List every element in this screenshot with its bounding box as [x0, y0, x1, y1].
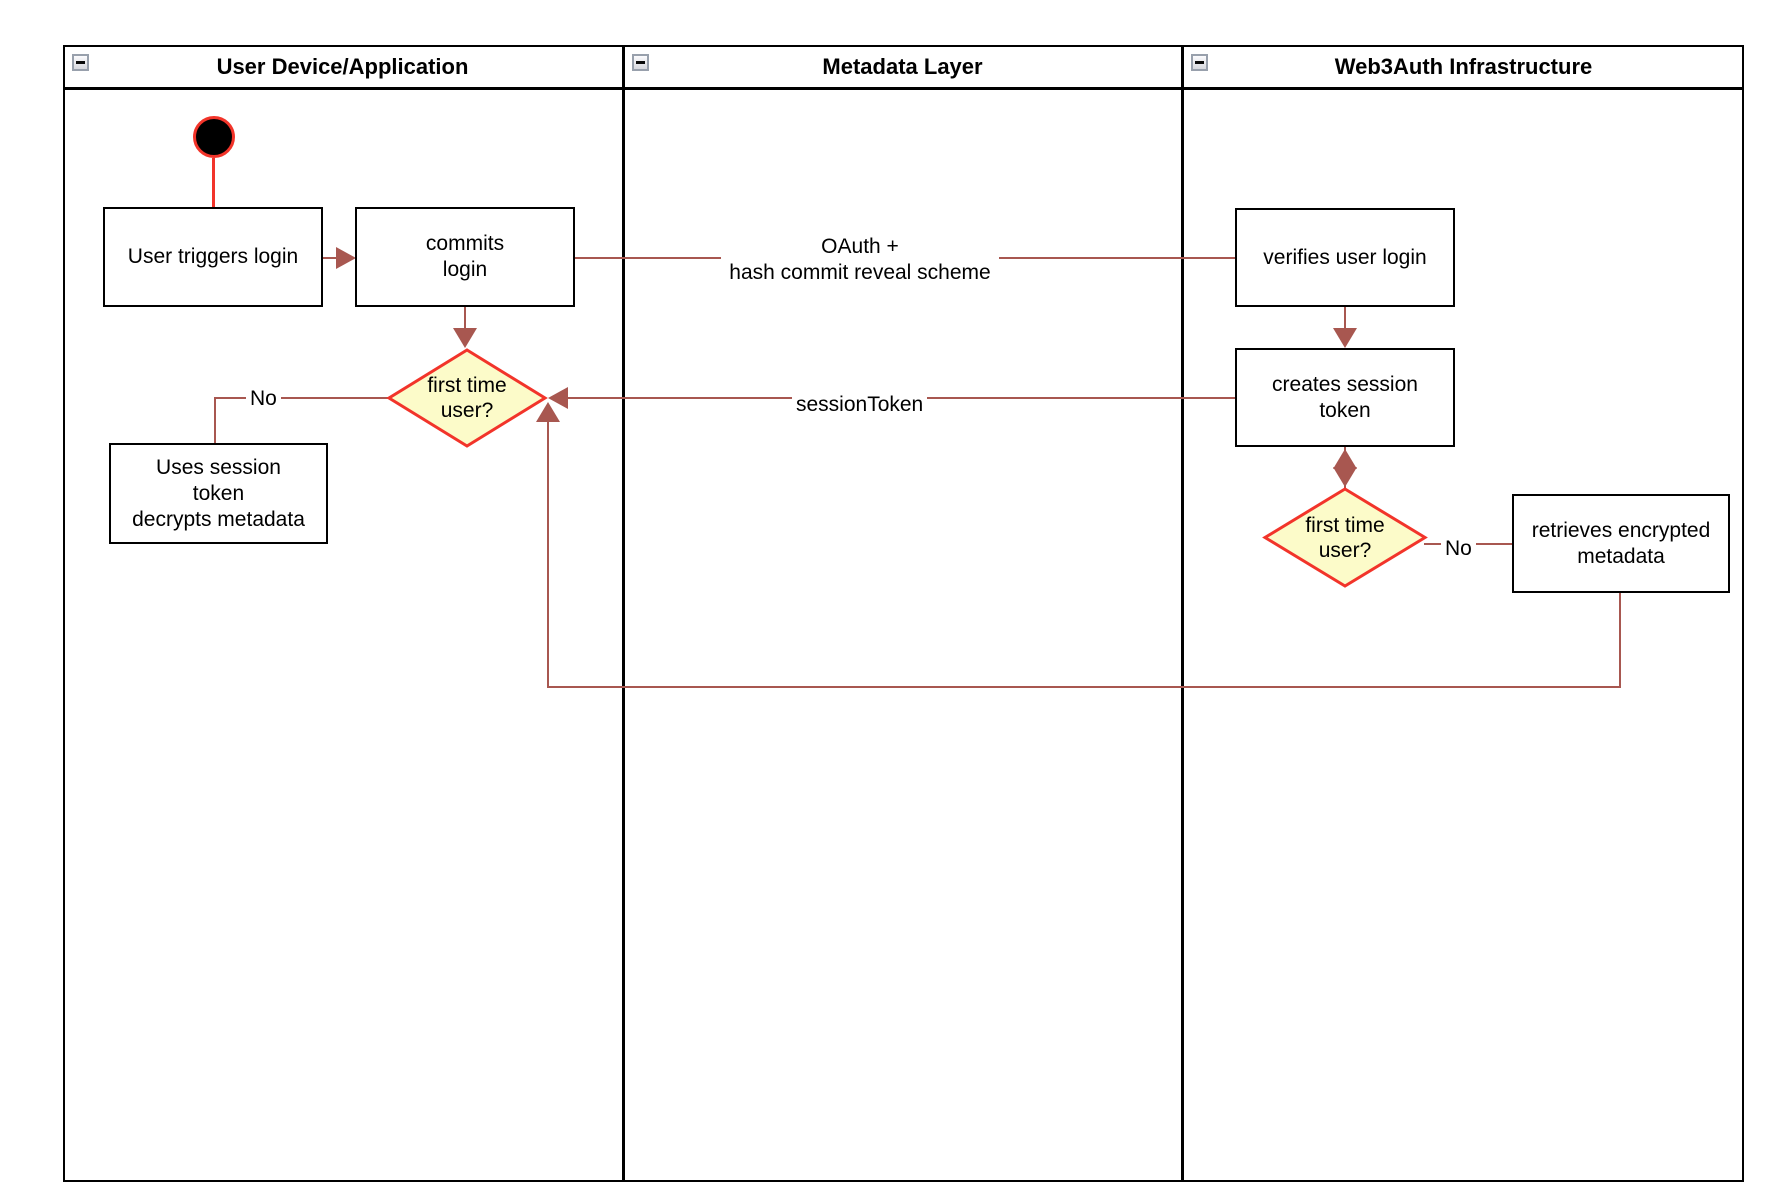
edge-label-no-1: No	[246, 385, 281, 413]
activity-label: creates session token	[1272, 372, 1418, 422]
collapse-lane-metadata-button[interactable]	[632, 54, 649, 71]
collapse-lane-user-device-button[interactable]	[72, 54, 89, 71]
activity-label: commits login	[425, 232, 505, 281]
lane-header-user-device: User Device/Application	[216, 54, 469, 79]
minus-icon	[636, 61, 645, 64]
activity-label: retrieves encrypted metadata	[1531, 518, 1711, 568]
edge-verifies-to-creates	[1344, 307, 1346, 330]
edge-label-no-2: No	[1441, 535, 1476, 563]
edge-label-sessiontoken: sessionToken	[792, 391, 928, 419]
edge-retrieves-feedback-down	[1619, 593, 1621, 688]
edge-decision1-no-vertical	[214, 397, 216, 443]
start-node[interactable]	[193, 116, 235, 158]
edge-retrieves-feedback-horizontal	[547, 686, 1621, 688]
minus-icon	[76, 61, 85, 64]
activity-label: Uses session token decrypts metadata	[132, 455, 305, 531]
lane-header-metadata-layer: Metadata Layer	[822, 54, 983, 79]
edge-retrieves-feedback-up	[547, 420, 549, 688]
diamond-shape	[386, 348, 548, 448]
minus-icon	[1195, 61, 1204, 64]
header-divider	[63, 87, 1744, 90]
lane-divider-2	[1181, 45, 1184, 1182]
activity-user-triggers-login[interactable]: User triggers login	[103, 207, 323, 307]
decision-first-time-user-1[interactable]: first time user?	[386, 348, 548, 448]
arrowhead-right-icon	[336, 247, 356, 269]
edge-label-oauth: OAuth + hash commit reveal scheme	[721, 233, 999, 287]
edge-start-to-user-triggers	[212, 158, 215, 207]
activity-commits-login[interactable]: commits login	[355, 207, 575, 307]
collapse-lane-web3auth-button[interactable]	[1191, 54, 1208, 71]
activity-uses-session-token[interactable]: Uses session token decrypts metadata	[109, 443, 328, 544]
lane-divider-1	[622, 45, 625, 1182]
arrowhead-down-icon	[1333, 328, 1357, 348]
decision-first-time-user-2[interactable]: first time user?	[1262, 487, 1428, 588]
activity-label: verifies user login	[1263, 245, 1427, 269]
arrowhead-up-icon	[536, 402, 560, 422]
decision-label: first time user?	[1305, 513, 1385, 562]
arrowhead-down-icon	[1333, 467, 1357, 487]
decision-label: first time user?	[427, 374, 507, 422]
activity-retrieves-encrypted-metadata[interactable]: retrieves encrypted metadata	[1512, 494, 1730, 593]
activity-creates-session-token[interactable]: creates session token	[1235, 348, 1455, 447]
activity-label: User triggers login	[127, 245, 299, 268]
edge-user-triggers-to-commits	[323, 257, 337, 259]
diamond-shape	[1262, 487, 1428, 588]
arrowhead-up-icon	[1333, 449, 1357, 469]
edge-decision1-no-horizontal	[215, 397, 389, 399]
activity-verifies-user-login[interactable]: verifies user login	[1235, 208, 1455, 307]
arrowhead-down-icon	[453, 328, 477, 348]
edge-commits-to-decision1	[464, 307, 466, 330]
lane-header-web3auth: Web3Auth Infrastructure	[1334, 54, 1593, 79]
